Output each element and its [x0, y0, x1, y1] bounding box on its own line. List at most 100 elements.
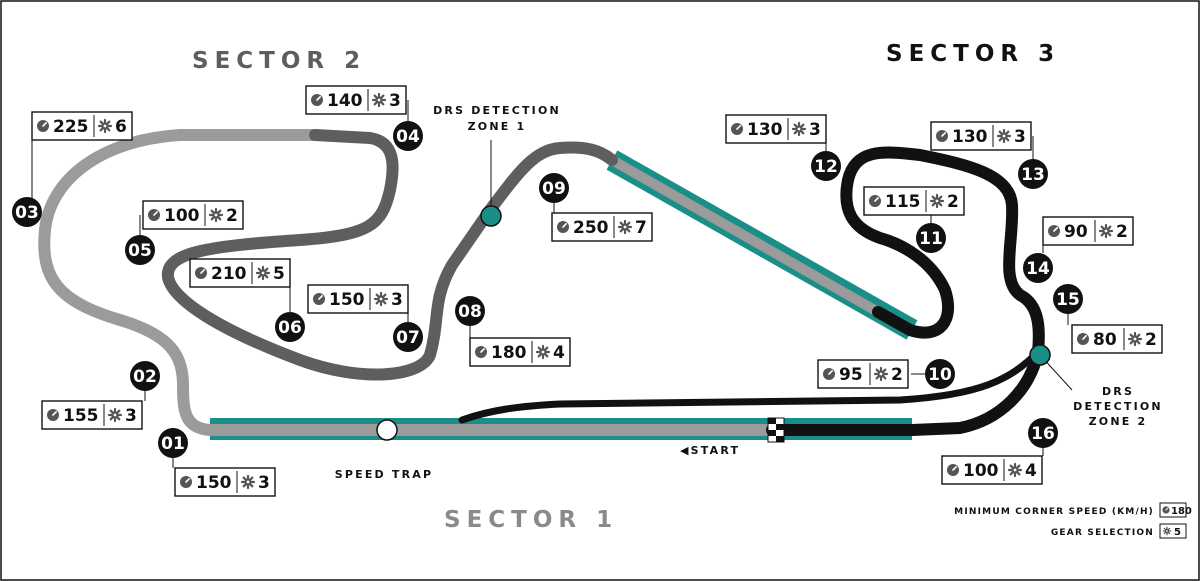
speedometer-icon [36, 119, 50, 133]
sector-3-label: SECTOR 3 [886, 41, 1060, 67]
corner-badge-11: 11 [916, 223, 946, 253]
speedometer-icon [1161, 505, 1171, 515]
corner-number-13: 13 [1021, 165, 1045, 185]
corner-badge-circle [12, 197, 42, 227]
corner-speed-05: 100 [164, 206, 200, 226]
drs2-label-line3: ZONE 2 [1089, 415, 1148, 428]
speedometer-icon [147, 208, 161, 222]
sector-1-label: SECTOR 1 [444, 507, 618, 533]
corner-badge-circle [125, 235, 155, 265]
corner-badge-circle [1053, 284, 1083, 314]
corner-gear-14: 2 [1116, 222, 1128, 242]
corner-badge-13: 13 [1018, 159, 1048, 189]
corner-badge-05: 05 [125, 235, 155, 265]
corner-speed-02: 155 [63, 406, 99, 426]
sector-2-label: SECTOR 2 [192, 48, 366, 74]
corner-badge-circle [393, 121, 423, 151]
corner-gear-11: 2 [947, 192, 959, 212]
corner-speed-07: 150 [329, 290, 365, 310]
speedometer-icon [46, 408, 60, 422]
corner-badge-04: 04 [393, 121, 423, 151]
corner-box-14: 90 2 [1042, 216, 1134, 246]
speedometer-icon [312, 292, 326, 306]
gear-icon [1127, 331, 1143, 347]
speedometer-icon [1076, 332, 1090, 346]
corner-number-02: 02 [133, 367, 157, 387]
speedometer-icon [556, 220, 570, 234]
corner-speed-10: 95 [839, 365, 863, 385]
corner-number-04: 04 [396, 127, 420, 147]
corner-speed-15: 80 [1093, 330, 1117, 350]
speedometer-icon [868, 194, 882, 208]
speedometer-icon [935, 129, 949, 143]
gear-icon [107, 407, 123, 423]
corner-number-10: 10 [928, 365, 952, 385]
corner-badge-circle [455, 296, 485, 326]
corner-gear-16: 4 [1025, 461, 1037, 481]
corner-gear-07: 3 [391, 290, 403, 310]
speedometer-icon [730, 122, 744, 136]
gear-icon [1007, 462, 1023, 478]
corner-number-03: 03 [15, 203, 39, 223]
speedometer-icon [822, 367, 836, 381]
corner-gear-04: 3 [389, 91, 401, 111]
corner-badge-circle [1018, 159, 1048, 189]
corner-speed-08: 180 [491, 343, 527, 363]
corner-box-04: 140 3 [305, 85, 407, 115]
gear-icon [1098, 223, 1114, 239]
gear-icon [929, 193, 945, 209]
corner-number-15: 15 [1056, 290, 1080, 310]
legend-gear-label: GEAR SELECTION [1051, 528, 1154, 538]
drs1-label-line2: ZONE 1 [468, 120, 527, 133]
corner-speed-11: 115 [885, 192, 921, 212]
drs-detection-point-2 [1029, 344, 1051, 366]
corner-number-14: 14 [1026, 259, 1050, 279]
corner-badge-circle [811, 151, 841, 181]
corner-badge-02: 02 [130, 361, 160, 391]
gear-icon [371, 92, 387, 108]
corner-badge-14: 14 [1023, 253, 1053, 283]
corner-number-05: 05 [128, 241, 152, 261]
gear-icon [791, 121, 807, 137]
speedometer-icon [310, 93, 324, 107]
gear-icon [535, 344, 551, 360]
corner-badge-circle [275, 312, 305, 342]
gear-icon [97, 118, 113, 134]
corner-number-08: 08 [458, 302, 482, 322]
gear-icon [996, 128, 1012, 144]
corner-badge-09: 09 [539, 173, 569, 203]
gear-icon [873, 366, 889, 382]
corner-gear-02: 3 [125, 406, 137, 426]
corner-badge-03: 03 [12, 197, 42, 227]
gear-icon [617, 219, 633, 235]
corner-badge-circle [1023, 253, 1053, 283]
connector-lines [31, 100, 1069, 468]
speedometer-icon [179, 475, 193, 489]
gear-icon [240, 474, 256, 490]
corner-speed-04: 140 [327, 91, 363, 111]
corner-number-16: 16 [1031, 424, 1055, 444]
corner-gear-05: 2 [226, 206, 238, 226]
legend-gear-example: 5 [1174, 527, 1181, 538]
corner-badge-01: 01 [158, 428, 188, 458]
legend-speed-label: MINIMUM CORNER SPEED (KM/H) [954, 507, 1154, 517]
corner-speed-13: 130 [952, 127, 988, 147]
corner-speed-14: 90 [1064, 222, 1088, 242]
corner-badge-10: 10 [925, 359, 955, 389]
gear-icon [373, 291, 389, 307]
corner-number-12: 12 [814, 157, 838, 177]
corner-gear-06: 5 [273, 264, 285, 284]
drs1-label-line1: DRS DETECTION [433, 104, 561, 117]
